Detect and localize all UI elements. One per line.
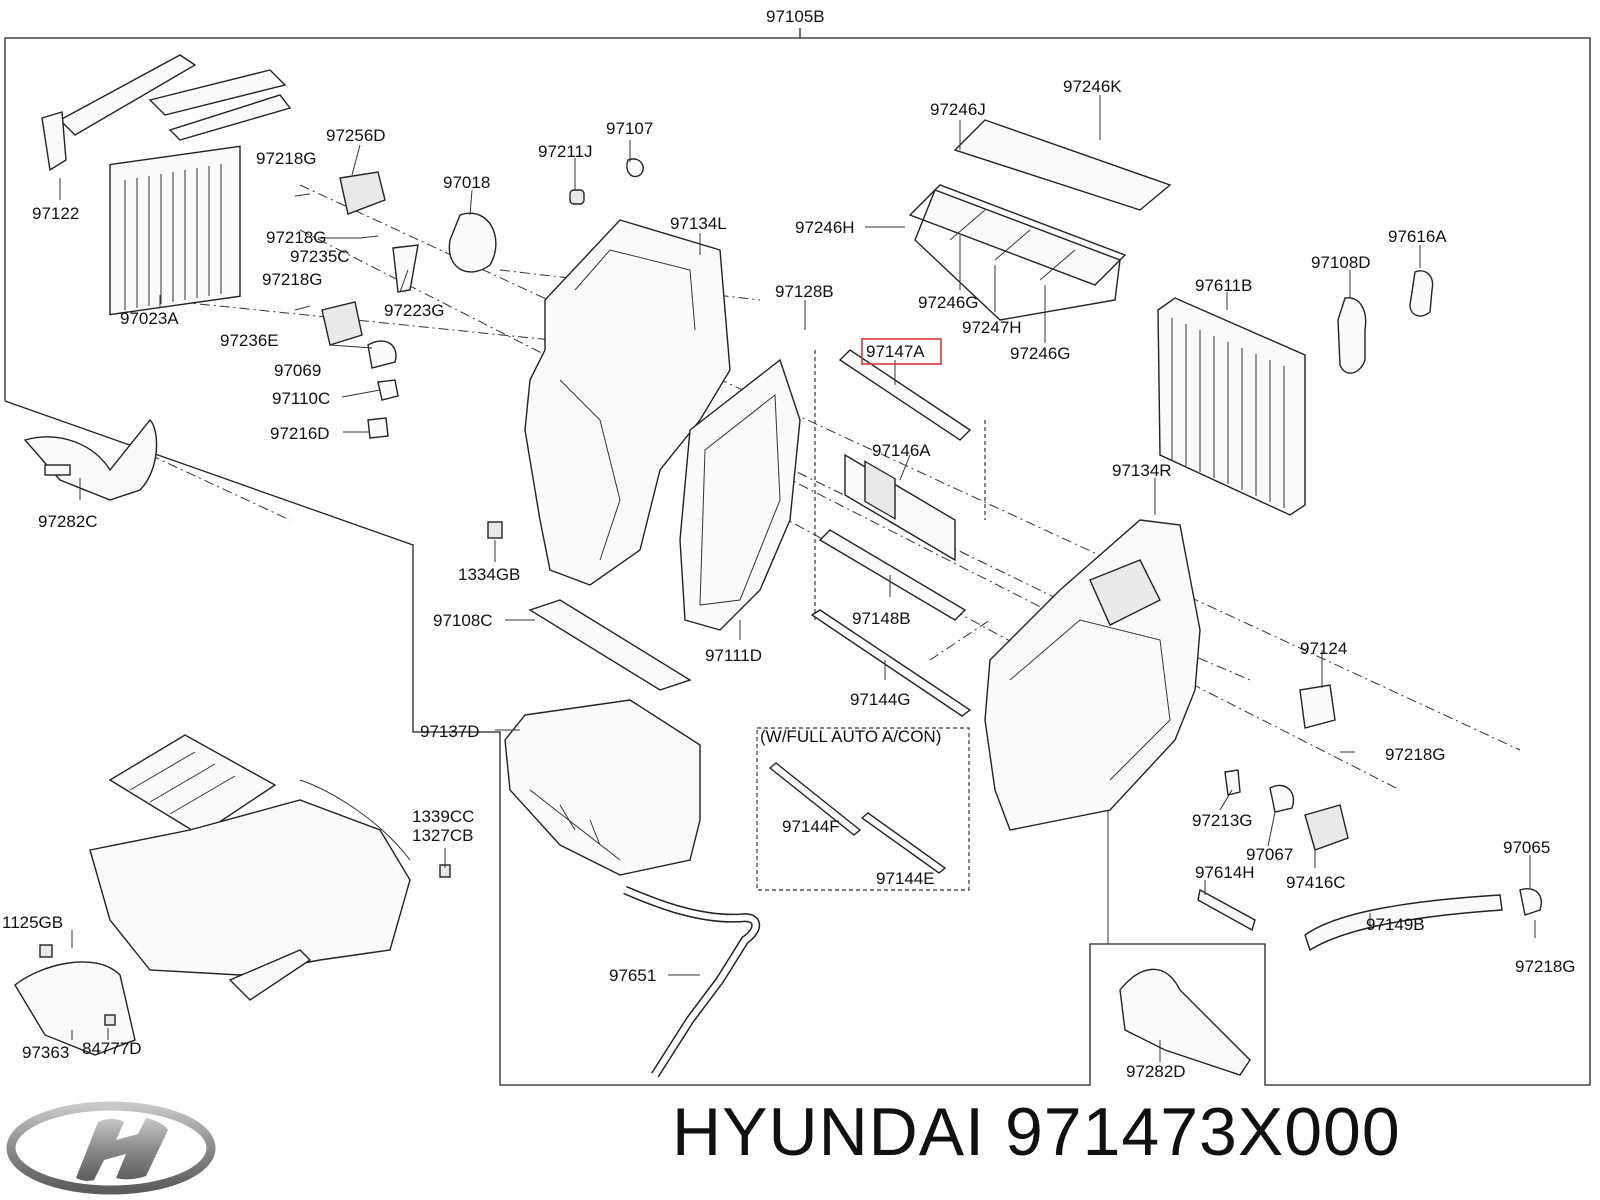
callout-97223G: 97223G — [384, 301, 445, 320]
callout-97146A: 97146A — [872, 441, 931, 460]
heater-core-group — [41, 54, 292, 316]
callout-97282D: 97282D — [1126, 1062, 1186, 1081]
actuator-parts — [294, 158, 644, 439]
duct-97282D — [1119, 968, 1251, 1076]
callout-84777D: 84777D — [82, 1039, 142, 1058]
callout-97134R: 97134R — [1112, 461, 1172, 480]
callout-97065: 97065 — [1503, 838, 1550, 857]
door-frame-97111D — [679, 358, 801, 631]
callout-97144E: 97144E — [876, 869, 935, 888]
callout-labels: 97105B 97122 97023A 97256D 97218G 97218G… — [2, 7, 1576, 1081]
callout-97247H: 97247H — [962, 318, 1022, 337]
hyundai-logo-icon — [6, 1101, 216, 1195]
callout-97134L: 97134L — [670, 214, 727, 233]
actuators-lower-right — [1197, 769, 1542, 952]
callout-97246G: 97246G — [918, 293, 979, 312]
callout-97107: 97107 — [606, 119, 653, 138]
part-number: 971473X000 — [1004, 1094, 1401, 1170]
evaporator-core-97611B — [1157, 270, 1434, 516]
duct-97282C — [23, 418, 158, 501]
callout-97148B: 97148B — [852, 609, 911, 628]
leader-lines — [59, 95, 1536, 1062]
callout-97235C: 97235C — [290, 247, 350, 266]
case-left-97134L — [487, 219, 731, 586]
callout-97108C: 97108C — [433, 611, 493, 630]
callout-97144G: 97144G — [850, 690, 911, 709]
callout-97147A: 97147A — [866, 342, 925, 361]
callout-97651: 97651 — [609, 966, 656, 985]
note-full-auto-acon: (W/FULL AUTO A/CON) — [760, 727, 941, 746]
callout-97124: 97124 — [1300, 639, 1347, 658]
callout-97110C: 97110C — [272, 389, 330, 408]
callout-97614H: 97614H — [1195, 863, 1255, 882]
callout-97611B: 97611B — [1195, 276, 1252, 295]
callout-97108D: 97108D — [1311, 253, 1371, 272]
evaporator-seals — [908, 119, 1172, 321]
callout-97149B: 97149B — [1366, 915, 1425, 934]
auto-acon-box — [756, 727, 970, 891]
callout-1334GB: 1334GB — [458, 565, 520, 584]
callout-97218G: 97218G — [1385, 745, 1446, 764]
hvac-assembly-lower-left — [14, 734, 451, 1056]
callout-1125GB: 1125GB — [2, 913, 63, 932]
callout-97069: 97069 — [274, 361, 321, 380]
callout-97144F: 97144F — [782, 817, 840, 836]
callout-97616A: 97616A — [1388, 227, 1447, 246]
callout-97246J: 97246J — [930, 100, 986, 119]
brand-name: HYUNDAI — [672, 1094, 986, 1170]
callout-97236E: 97236E — [220, 331, 279, 350]
center-filters — [528, 349, 972, 717]
tray-97137D — [504, 699, 701, 876]
callout-97122: 97122 — [32, 204, 79, 223]
callout-97246G: 97246G — [1010, 344, 1071, 363]
callout-97213G: 97213G — [1192, 811, 1253, 830]
callout-97256D: 97256D — [326, 126, 386, 145]
callout-97416C: 97416C — [1286, 873, 1346, 892]
callout-97246H: 97246H — [795, 218, 855, 237]
callout-97216D: 97216D — [270, 424, 330, 443]
callout-97218G: 97218G — [1515, 957, 1576, 976]
callout-97218G: 97218G — [262, 270, 323, 289]
heater-core-fins — [124, 164, 222, 310]
callout-97023A: 97023A — [120, 309, 179, 328]
callout-97018: 97018 — [443, 173, 490, 192]
callout-1339CC: 1339CC — [412, 807, 474, 826]
callout-97246K: 97246K — [1063, 77, 1122, 96]
callout-97105B: 97105B — [766, 7, 825, 26]
callout-97128B: 97128B — [775, 282, 834, 301]
drain-hose-97651 — [623, 885, 761, 1078]
callout-97067: 97067 — [1246, 845, 1293, 864]
highlight-box-97147A — [861, 338, 942, 365]
callout-97137D: 97137D — [420, 722, 480, 741]
callout-97363: 97363 — [22, 1043, 69, 1062]
callout-97111D: 97111D — [705, 646, 762, 665]
callout-97218G: 97218G — [266, 228, 327, 247]
callout-97218G: 97218G — [256, 149, 317, 168]
part-title: HYUNDAI 971473X000 — [672, 1098, 1401, 1166]
callout-1327CB: 1327CB — [412, 826, 473, 845]
callout-97282C: 97282C — [38, 512, 98, 531]
case-right-97134R — [984, 519, 1336, 831]
callout-97211J: 97211J — [538, 142, 593, 161]
